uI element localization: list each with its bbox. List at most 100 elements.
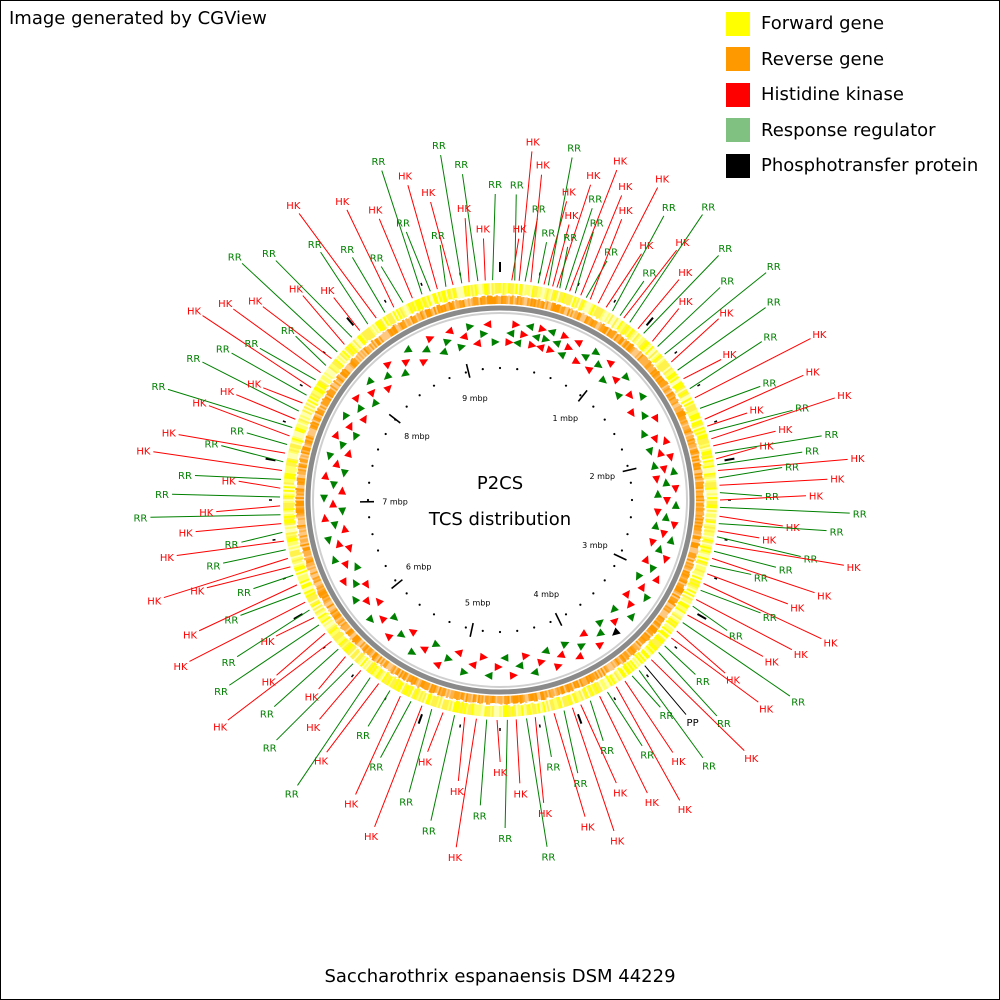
callout-label-rr: RR bbox=[228, 253, 242, 264]
forward-gene-mark bbox=[538, 286, 543, 298]
reverse-gene-mark bbox=[677, 412, 687, 419]
tcs-arrow-hk bbox=[362, 596, 371, 606]
forward-gene-mark bbox=[476, 704, 480, 716]
callout-line bbox=[574, 231, 594, 294]
forward-gene-mark bbox=[688, 581, 700, 588]
credit-text: Image generated by CGView bbox=[9, 8, 267, 29]
forward-gene-mark bbox=[291, 439, 303, 445]
scale-dot bbox=[498, 366, 502, 370]
forward-gene-mark bbox=[474, 704, 478, 716]
reverse-gene-mark bbox=[341, 623, 350, 631]
tcs-arrow-hk bbox=[663, 554, 671, 564]
forward-gene-mark bbox=[550, 289, 556, 302]
forward-gene-mark bbox=[564, 695, 570, 707]
forward-gene-mark bbox=[331, 361, 342, 370]
reverse-gene-mark bbox=[539, 691, 544, 701]
reverse-gene-mark bbox=[559, 686, 564, 695]
forward-gene-mark bbox=[431, 293, 438, 305]
forward-gene-mark bbox=[515, 705, 519, 717]
forward-gene-mark bbox=[509, 706, 513, 717]
forward-gene-mark bbox=[302, 586, 314, 593]
reverse-gene-mark bbox=[519, 694, 523, 704]
forward-gene-mark bbox=[635, 653, 645, 664]
forward-gene-mark bbox=[642, 343, 652, 353]
scale-dot bbox=[368, 516, 371, 519]
tcs-arrow-rr bbox=[421, 345, 431, 353]
forward-gene-mark bbox=[353, 652, 364, 662]
reverse-gene-mark bbox=[321, 398, 331, 405]
forward-gene-mark bbox=[329, 627, 340, 636]
scale-dot bbox=[549, 376, 552, 380]
tcs-arrow-rr bbox=[557, 352, 567, 360]
tcs-arrow-rr bbox=[320, 494, 329, 503]
forward-gene-mark bbox=[422, 692, 429, 704]
reverse-gene-mark bbox=[329, 608, 338, 615]
reverse-gene-mark bbox=[418, 312, 424, 321]
forward-gene-mark bbox=[361, 331, 370, 342]
forward-gene-mark bbox=[678, 390, 689, 398]
forward-gene-mark bbox=[678, 600, 690, 608]
reverse-gene-mark bbox=[692, 463, 702, 468]
callout-label-rr: RR bbox=[541, 853, 555, 864]
reverse-gene-mark bbox=[386, 328, 394, 337]
forward-gene-mark bbox=[336, 636, 346, 645]
callout-label-rr: RR bbox=[399, 798, 413, 809]
forward-gene-mark bbox=[582, 301, 590, 313]
reverse-gene-mark bbox=[471, 694, 476, 703]
forward-gene-mark bbox=[377, 319, 387, 331]
callout-label-rr: RR bbox=[216, 344, 230, 355]
reverse-gene-mark bbox=[685, 434, 695, 440]
forward-gene-mark bbox=[579, 299, 586, 311]
forward-gene-mark bbox=[666, 371, 677, 380]
reverse-gene-mark bbox=[532, 692, 537, 702]
tcs-arrow-hk bbox=[595, 642, 605, 650]
forward-gene-mark bbox=[668, 374, 679, 383]
forward-gene-mark bbox=[451, 287, 457, 299]
forward-gene-mark bbox=[321, 374, 333, 384]
reverse-gene-mark bbox=[667, 394, 677, 401]
forward-gene-mark bbox=[402, 684, 409, 695]
callout-line bbox=[623, 249, 678, 319]
forward-gene-mark bbox=[284, 474, 295, 478]
forward-gene-mark bbox=[688, 410, 699, 418]
reverse-gene-mark bbox=[633, 350, 641, 358]
tcs-callout-labels: HKRRHKRRHKRRHKRRHKHKRRRRHKRRHKRRHKHKHKRR… bbox=[133, 137, 866, 864]
reverse-gene-mark bbox=[397, 669, 405, 679]
forward-gene-mark bbox=[685, 407, 698, 415]
forward-gene-mark bbox=[323, 619, 335, 629]
forward-gene-mark bbox=[689, 579, 701, 586]
forward-gene-mark bbox=[649, 639, 660, 649]
tcs-arrow-hk bbox=[651, 575, 660, 585]
callout-line bbox=[552, 224, 570, 287]
forward-gene-mark bbox=[349, 341, 360, 352]
scale-dot bbox=[448, 376, 451, 380]
reverse-gene-mark bbox=[694, 477, 704, 481]
forward-gene-mark bbox=[428, 294, 435, 306]
reverse-gene-mark bbox=[320, 401, 329, 408]
reverse-gene-mark bbox=[307, 565, 317, 571]
forward-gene-mark bbox=[407, 302, 414, 314]
callout-label-hk: HK bbox=[335, 197, 350, 208]
forward-gene-mark bbox=[466, 285, 471, 297]
scale-dot bbox=[394, 579, 397, 582]
reverse-gene-mark bbox=[477, 694, 481, 704]
callout-label-hk: HK bbox=[248, 296, 263, 307]
forward-gene-mark bbox=[516, 704, 521, 717]
forward-gene-mark bbox=[656, 359, 667, 369]
tcs-arrow-rr bbox=[593, 360, 603, 369]
reverse-gene-mark bbox=[296, 482, 305, 486]
reverse-gene-mark bbox=[349, 632, 358, 641]
reverse-gene-mark bbox=[388, 328, 395, 337]
forward-gene-mark bbox=[640, 341, 651, 352]
reverse-gene-mark bbox=[645, 363, 653, 370]
callout-label-rr: RR bbox=[588, 195, 602, 206]
forward-gene-mark bbox=[656, 633, 666, 642]
callout-line bbox=[240, 592, 301, 616]
reverse-gene-mark bbox=[405, 318, 411, 327]
reverse-gene-mark bbox=[656, 616, 665, 623]
tcs-arrow-hk bbox=[472, 339, 482, 348]
callout-line bbox=[711, 557, 815, 594]
callout-label-hk: HK bbox=[289, 284, 304, 295]
callout-label-hk: HK bbox=[794, 650, 809, 661]
forward-gene-mark bbox=[376, 320, 385, 332]
